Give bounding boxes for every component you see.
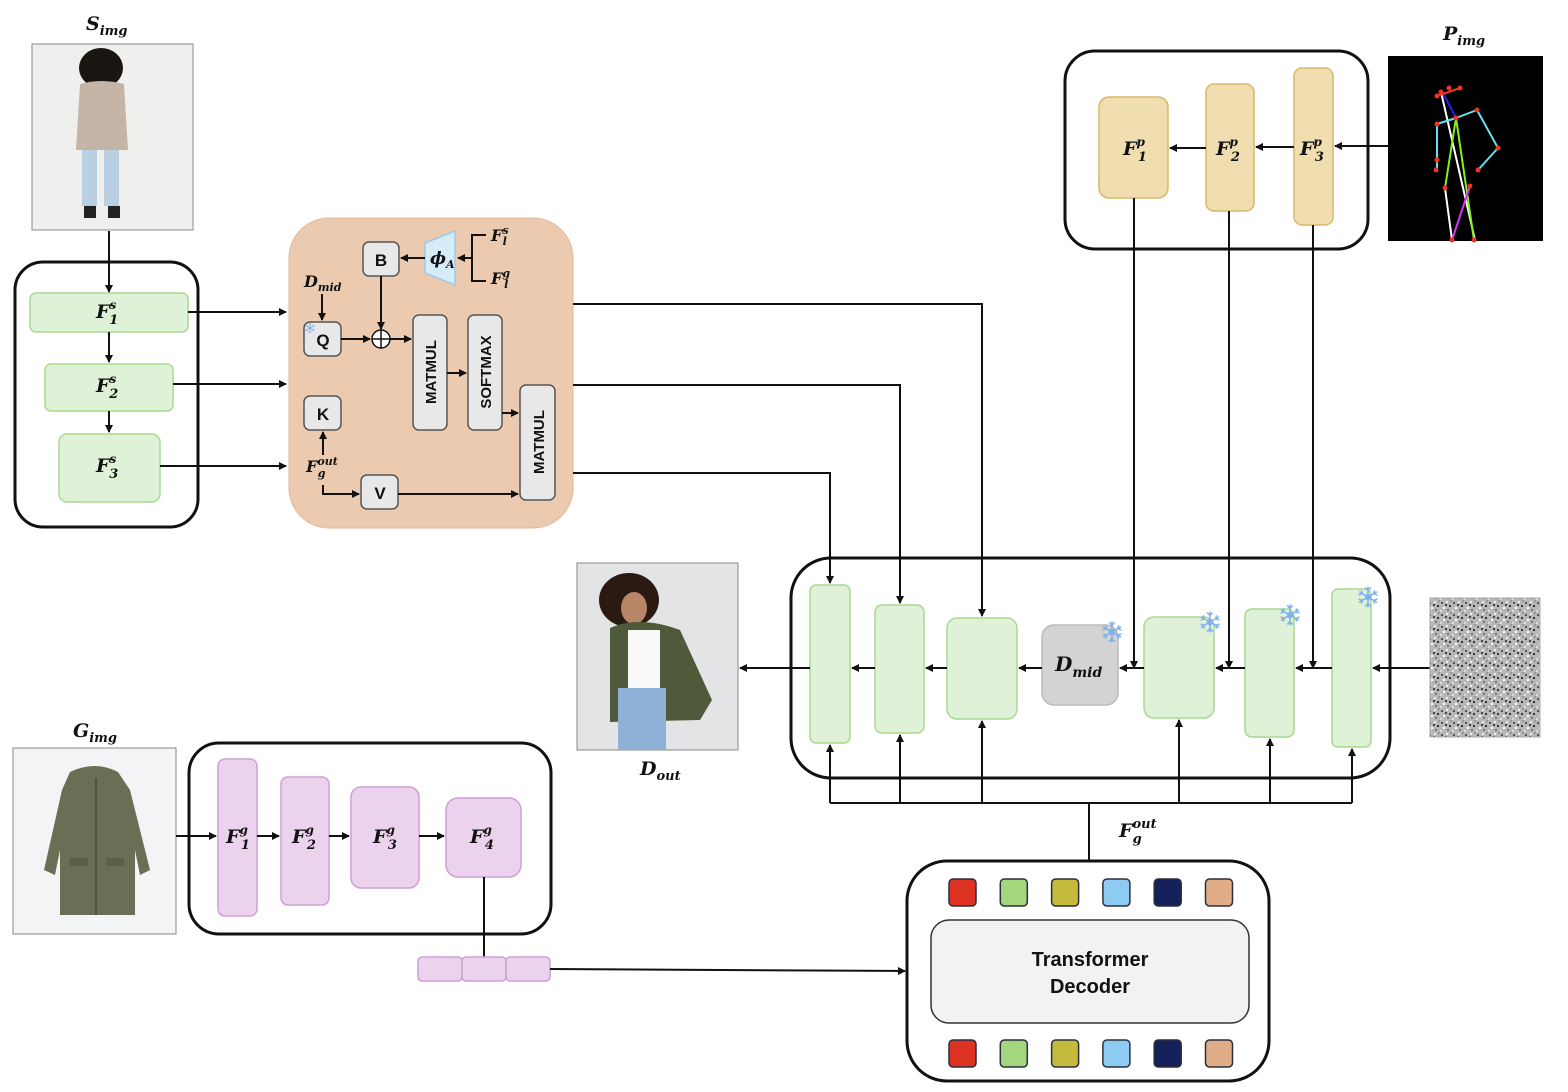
pose-image-label: Pimg [1442,23,1485,49]
unet-middle-block: Dmid [1041,620,1123,706]
query-tokens-input [948,878,1234,907]
garment-token-2 [461,956,507,982]
softmax-label: SOFTMAX [478,335,495,408]
garment-encoder-container [187,741,553,936]
input-query-token-3 [1050,878,1080,907]
q-block: Q [303,321,342,357]
matmul-2-label: MATMUL [531,410,548,474]
query-tokens-output [948,1039,1234,1068]
decoder-title-line1: Transformer [1032,949,1149,971]
decoder-title-line2: Decoder [1050,976,1130,998]
matmul-1-block: MATMUL [412,314,448,431]
matmul-2-block: MATMUL [519,384,556,501]
pose-image [1388,56,1543,243]
b-block: B [362,241,400,277]
input-query-token-2 [999,878,1029,907]
source-image [31,43,194,231]
source-encoder-container [13,260,200,529]
source-image-group: Simg [31,13,194,231]
unet-dmid-label: Dmid [1054,652,1102,681]
source-image-label: Simg [86,13,128,39]
output-query-token-1 [948,1039,977,1068]
garment-token-1 [417,956,463,982]
garment-token-sequence [417,956,551,982]
unet-encoder-block-1 [1331,585,1379,748]
transformer-decoder-block: Transformer Decoder [930,919,1250,1024]
phi-a-label: ϕA [430,249,455,271]
k-block: K [303,395,342,431]
k-label: K [317,405,330,424]
input-query-token-6 [1204,878,1234,907]
output-query-token-5 [1153,1039,1182,1068]
output-image [576,562,739,751]
unet-decoder-block-3 [946,617,1018,720]
output-query-token-4 [1102,1039,1131,1068]
output-query-token-3 [1050,1039,1080,1068]
v-label: V [374,484,386,503]
garment-image-label: Gimg [73,720,117,746]
output-image-label: Dout [639,758,681,784]
add-operator-icon [371,329,391,349]
garment-token-3 [505,956,551,982]
output-query-token-6 [1204,1039,1234,1068]
output-query-token-2 [999,1039,1029,1068]
matmul-1-label: MATMUL [423,340,440,404]
unet-decoder-block-2 [874,604,925,734]
input-query-token-1 [948,878,977,907]
input-query-token-4 [1102,878,1131,907]
unet-encoder-block-3 [1143,610,1221,719]
q-label: Q [316,331,329,350]
phi-a-projector: ϕA [424,229,456,287]
transformer-decoder-container [905,859,1271,1083]
unet-decoder-block-1 [809,584,851,744]
v-block: V [360,474,399,510]
input-query-token-5 [1153,878,1182,907]
pose-encoder-container [1063,49,1370,251]
attention-dmid-label: Dmid [303,272,342,294]
noise-image [1429,597,1541,738]
b-label: B [375,251,387,270]
unet-encoder-block-2 [1244,603,1301,738]
softmax-block: SOFTMAX [467,314,503,431]
garment-image [12,747,177,935]
